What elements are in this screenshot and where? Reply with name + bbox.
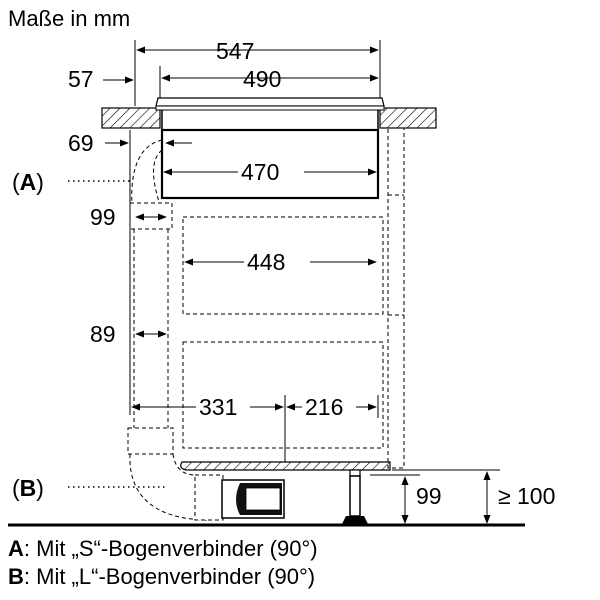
countertop (101, 107, 437, 129)
cabinet-outline (182, 127, 405, 469)
svg-text:(A): (A) (12, 169, 44, 195)
dim-99-top-label: 99 (90, 204, 116, 230)
cooktop-glass (155, 97, 385, 130)
dim-69-label: 69 (68, 130, 94, 156)
callout-a: (A) (12, 169, 132, 195)
duct-l-bend (127, 427, 224, 521)
dim-100-label: ≥ 100 (498, 483, 555, 509)
adjustable-foot (342, 469, 368, 524)
dim-216-label: 216 (305, 394, 343, 420)
dim-448-label: 448 (247, 249, 285, 275)
cabinet-base-board (180, 461, 391, 471)
legend-item-b: B: Mit „L“-Bogenverbinder (90°) (8, 564, 315, 589)
legend: A: Mit „S“-Bogenverbinder (90°) B: Mit „… (8, 536, 318, 589)
dim-490-label: 490 (243, 66, 281, 92)
legend-item-a: A: Mit „S“-Bogenverbinder (90°) (8, 536, 318, 561)
dim-331-label: 331 (199, 394, 237, 420)
fan-module (221, 479, 285, 519)
dim-470-label: 470 (241, 159, 279, 185)
dim-89-label: 89 (90, 321, 116, 347)
svg-text:(B): (B) (12, 475, 44, 501)
callout-b: (B) (12, 475, 165, 501)
dim-99-bottom-label: 99 (416, 483, 442, 509)
dim-547-label: 547 (216, 38, 254, 64)
dim-57-label: 57 (68, 66, 94, 92)
units-title: Maße in mm (8, 6, 130, 31)
